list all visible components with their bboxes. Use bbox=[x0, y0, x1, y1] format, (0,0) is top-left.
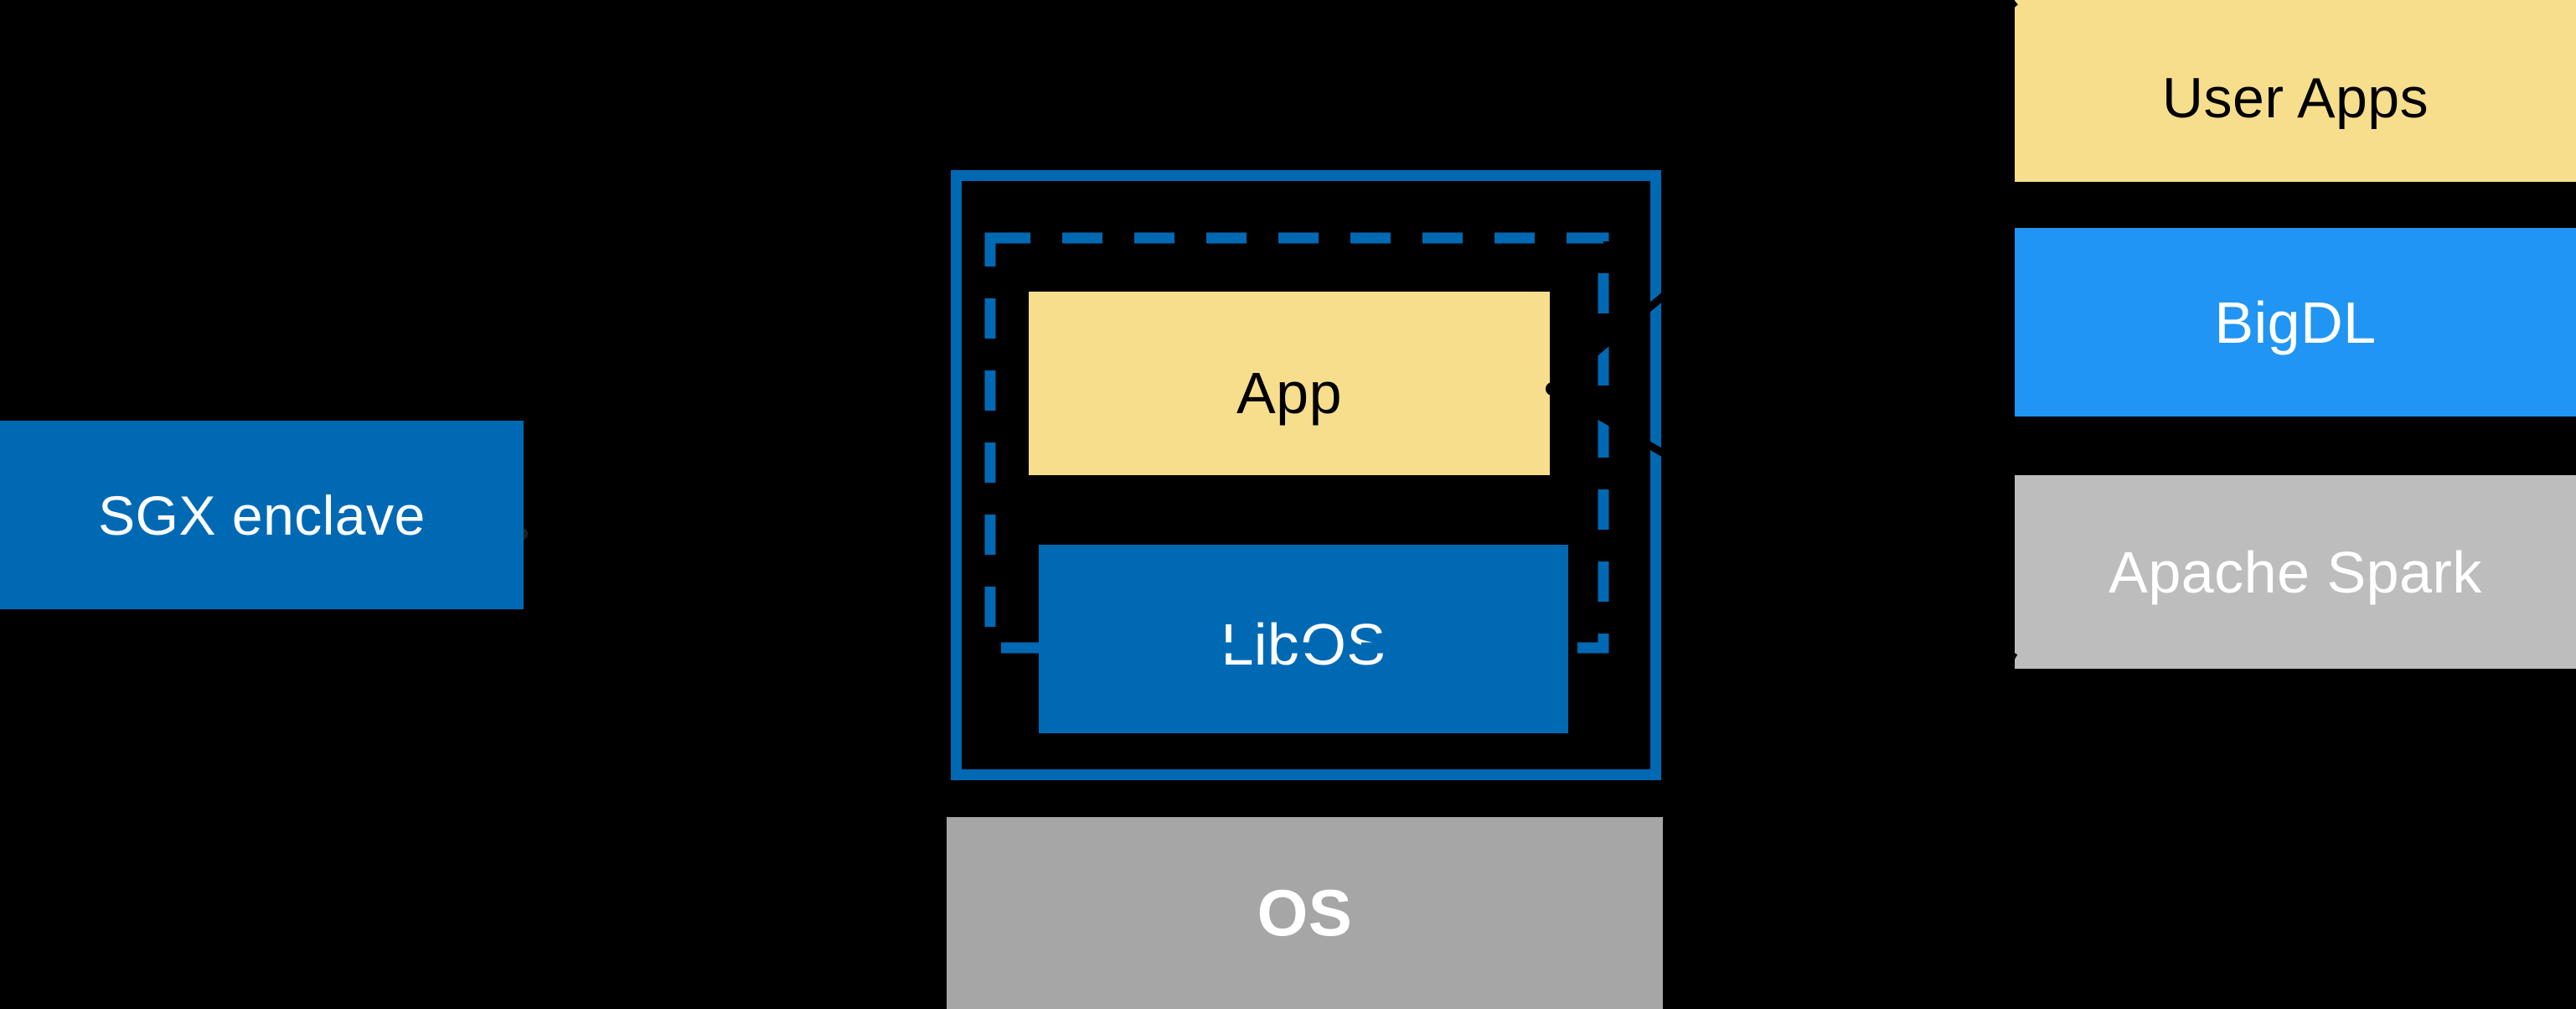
stack-item-user-apps: User Apps bbox=[2015, 0, 2576, 182]
libos-label: LibOS bbox=[1221, 611, 1386, 677]
user-apps-label: User Apps bbox=[2161, 65, 2429, 130]
sgx-enclave-label: SGX enclave bbox=[98, 484, 426, 546]
os-label: OS bbox=[1257, 876, 1353, 949]
app-label: App bbox=[1236, 360, 1343, 426]
apache-spark-label: Apache Spark bbox=[2109, 539, 2482, 605]
os-box: OS bbox=[947, 817, 1663, 1009]
stack-item-apache-spark: Apache Spark bbox=[2015, 475, 2576, 669]
stack-item-bigdl: BigDL bbox=[2015, 228, 2576, 417]
app-box: App bbox=[1029, 292, 1550, 475]
bigdl-label: BigDL bbox=[2214, 289, 2377, 355]
sgx-enclave-callout-box: SGX enclave bbox=[0, 421, 524, 609]
libos-box: LibOS bbox=[1039, 545, 1568, 733]
